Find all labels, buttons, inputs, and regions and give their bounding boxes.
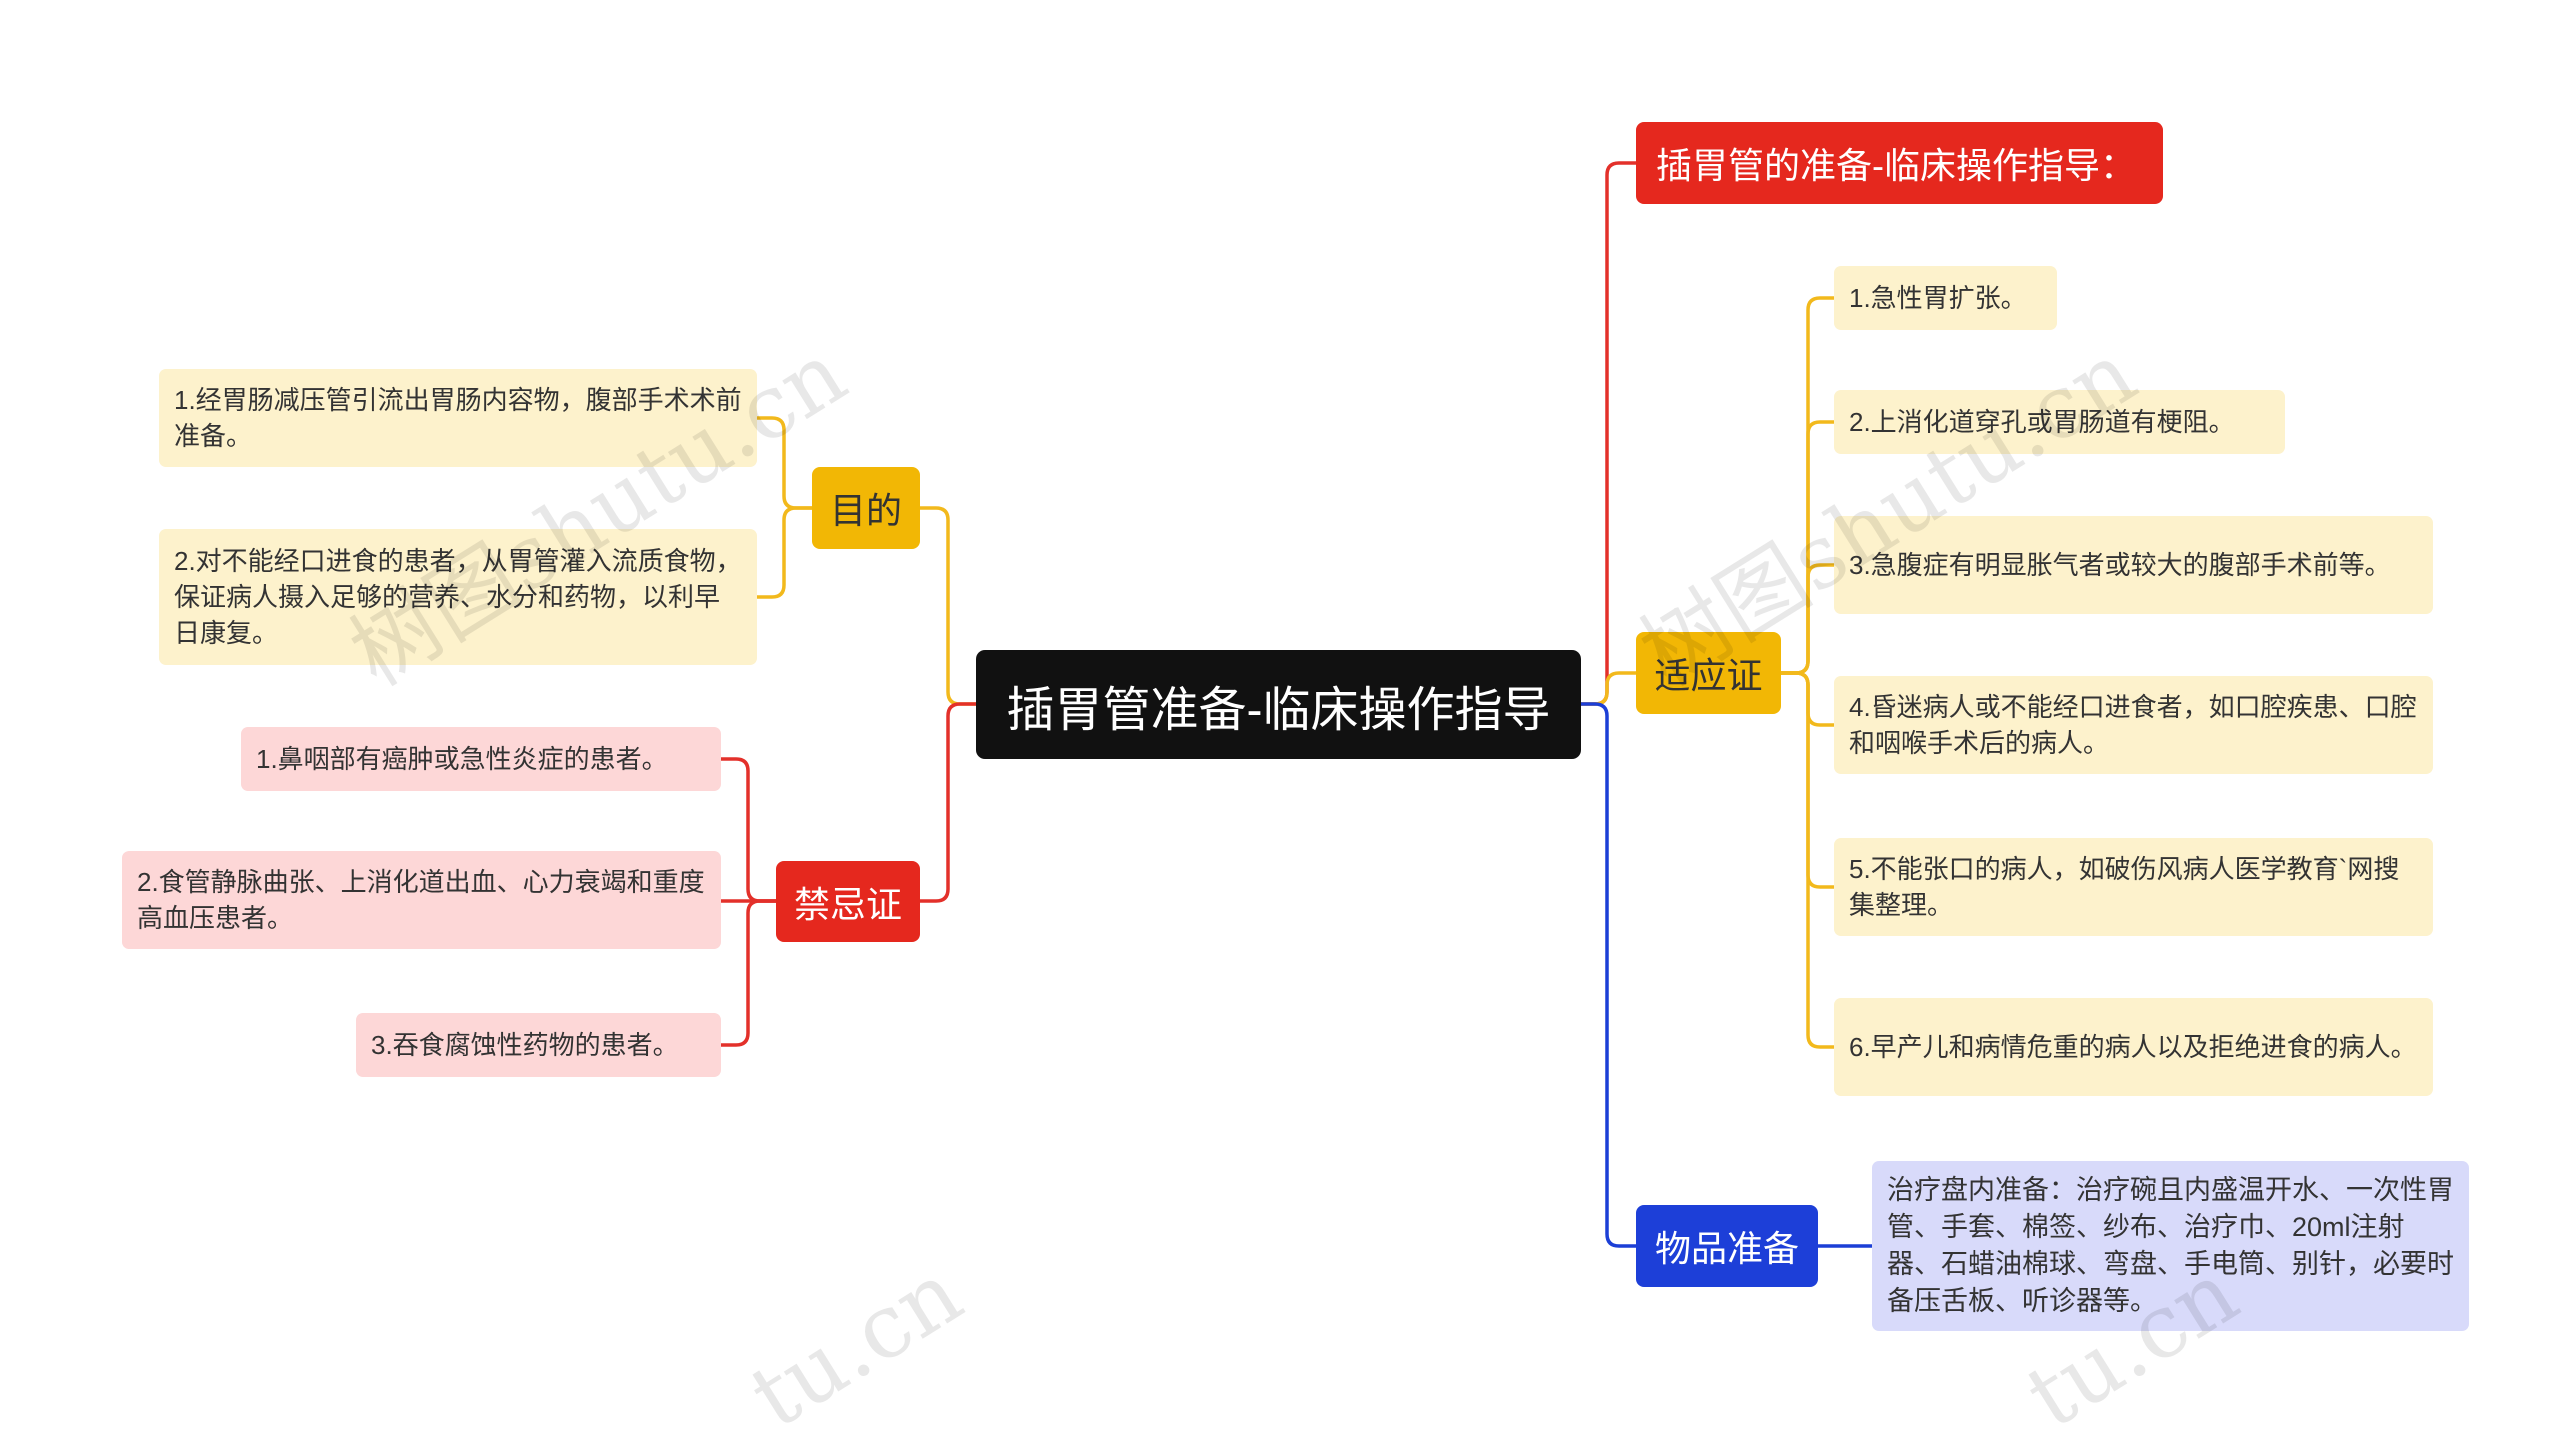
contraindication-item-2: 2.食管静脉曲张、上消化道出血、心力衰竭和重度高血压患者。 [122, 851, 721, 949]
contraindications-node: 禁忌证 [776, 861, 920, 942]
purpose-item-2: 2.对不能经口进食的患者，从胃管灌入流质食物，保证病人摄入足够的营养、水分和药物… [159, 529, 757, 665]
purpose-node: 目的 [812, 467, 920, 549]
connector-indication-item-6 [1779, 671, 1836, 1049]
connector-purpose-item-2 [755, 506, 814, 599]
connector-root-to-purpose [918, 506, 978, 706]
indication-item-4: 4.昏迷病人或不能经口进食者，如口腔疾患、口腔和咽喉手术后的病人。 [1834, 676, 2433, 774]
connector-root-to-supplies [1579, 702, 1638, 1248]
connector-root-to-contraindications [918, 702, 978, 903]
connector-purpose-item-1 [755, 416, 814, 510]
purpose-item-1: 1.经胃肠减压管引流出胃肠内容物，腹部手术术前准备。 [159, 369, 757, 467]
indications-node: 适应证 [1636, 632, 1781, 714]
connector-contraindication-item-1 [719, 757, 778, 903]
indication-item-5: 5.不能张口的病人，如破伤风病人医学教育`网搜集整理。 [1834, 838, 2433, 936]
indication-item-3: 3.急腹症有明显胀气者或较大的腹部手术前等。 [1834, 516, 2433, 614]
connector-indication-item-3 [1779, 563, 1836, 675]
supplies-node: 物品准备 [1636, 1205, 1818, 1287]
contraindication-item-3: 3.吞食腐蚀性药物的患者。 [356, 1013, 721, 1077]
header-node: 插胃管的准备-临床操作指导： [1636, 122, 2163, 204]
connector-root-to-indications [1579, 671, 1638, 706]
connector-root-to-header [1579, 161, 1638, 706]
indication-item-1: 1.急性胃扩张。 [1834, 266, 2057, 330]
root-node: 插胃管准备-临床操作指导 [976, 650, 1581, 759]
connector-contraindication-item-3 [719, 899, 778, 1047]
contraindication-item-1: 1.鼻咽部有癌肿或急性炎症的患者。 [241, 727, 721, 791]
supplies-item-1: 治疗盘内准备：治疗碗且内盛温开水、一次性胃管、手套、棉签、纱布、治疗巾、20ml… [1872, 1161, 2469, 1331]
indication-item-6: 6.早产儿和病情危重的病人以及拒绝进食的病人。 [1834, 998, 2433, 1096]
indication-item-2: 2.上消化道穿孔或胃肠道有梗阻。 [1834, 390, 2285, 454]
